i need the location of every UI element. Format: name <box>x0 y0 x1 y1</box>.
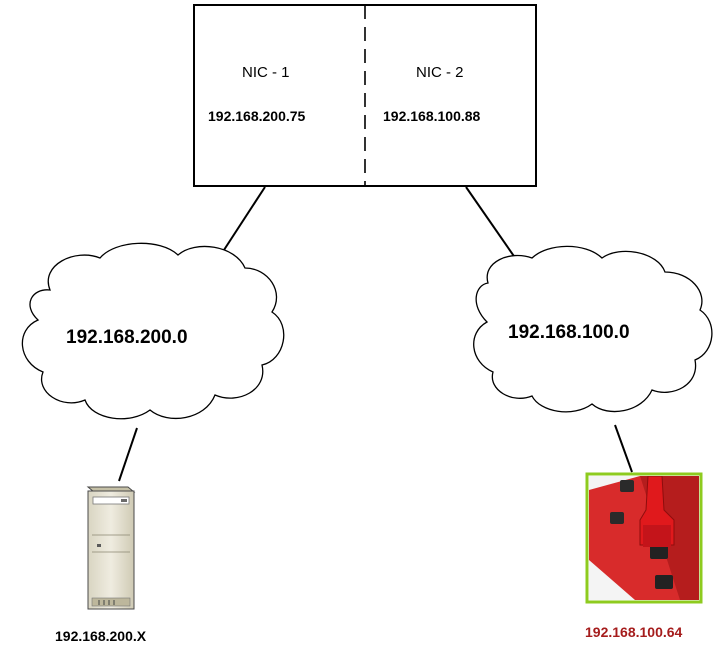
link-right-network-pdu <box>614 424 633 473</box>
nic2-name: NIC - 2 <box>416 64 464 81</box>
nic1-name: NIC - 1 <box>242 64 290 81</box>
nic2-ip: 192.168.100.88 <box>383 108 481 124</box>
nic1-ip: 192.168.200.75 <box>208 108 306 124</box>
link-router-left-network <box>221 186 266 254</box>
server-tower-icon <box>86 486 136 610</box>
pdu-ip-label: 192.168.100.64 <box>585 624 683 640</box>
network-left-label: 192.168.200.0 <box>66 327 188 348</box>
network-right-label: 192.168.100.0 <box>508 322 630 343</box>
network-cloud-right <box>473 245 713 413</box>
pdu-power-strip-icon <box>585 472 703 604</box>
server-ip-label: 192.168.200.X <box>55 628 147 644</box>
link-router-right-network <box>465 186 519 263</box>
network-cloud-left <box>21 242 285 420</box>
link-left-network-server <box>118 427 138 482</box>
